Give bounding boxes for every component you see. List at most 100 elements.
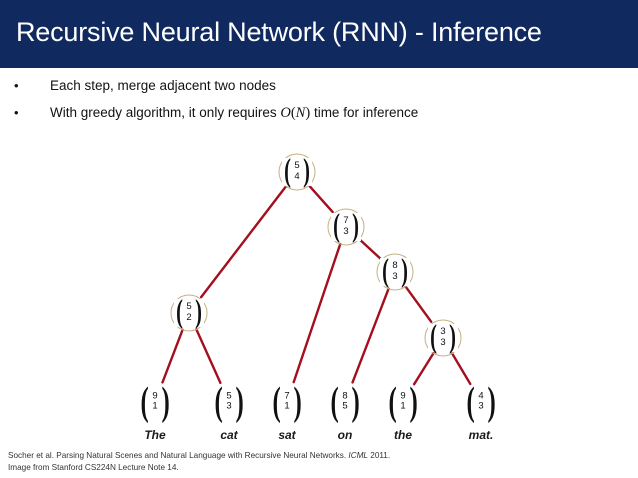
bracket-left-icon: ( — [330, 378, 339, 424]
node-n83-value-top: 8 — [392, 260, 398, 272]
leaf-word-leaf-on: on — [337, 428, 353, 442]
citation-line-2: Image from Stanford CS224N Lecture Note … — [8, 462, 179, 472]
math-paren-open: ( — [290, 105, 296, 121]
leaf-word-leaf-cat: cat — [220, 428, 238, 442]
bullet-marker-icon: • — [14, 78, 19, 93]
node-circle-n83 — [376, 253, 414, 291]
leaf-leaf-cat-value-bottom: 3 — [226, 400, 232, 412]
tree-edge — [292, 242, 342, 384]
tree-edge — [199, 185, 288, 299]
node-n33-value-top: 3 — [440, 326, 446, 338]
node-root-value-bottom: 4 — [294, 170, 300, 182]
node-n73-value-bottom: 3 — [343, 225, 349, 237]
leaf-word-leaf-the1: The — [144, 428, 166, 442]
citation-line-1: Socher et al. Parsing Natural Scenes and… — [8, 450, 628, 462]
bracket-left-icon: ( — [140, 378, 149, 424]
bracket-left-icon: ( — [272, 378, 281, 424]
math-big-o: O — [280, 105, 291, 121]
bracket-right-icon: ) — [194, 294, 202, 331]
node-n83-value-bottom: 3 — [392, 270, 398, 282]
node-circle-n52 — [170, 294, 208, 332]
bracket-right-icon: ) — [487, 378, 496, 424]
math-var-n: N — [295, 105, 306, 121]
citation-venue: ICML — [348, 451, 368, 460]
bracket-left-icon: ( — [284, 153, 292, 190]
tree-edge — [195, 328, 222, 385]
leaf-leaf-sat-value-bottom: 1 — [284, 400, 290, 412]
bracket-left-icon: ( — [430, 319, 438, 356]
bracket-right-icon: ) — [235, 378, 244, 424]
citation-line-1-after: 2011. — [367, 451, 391, 460]
node-n73-value-top: 7 — [343, 215, 349, 227]
node-n52-value-top: 5 — [186, 301, 192, 313]
math-paren-close: ) — [305, 105, 311, 121]
leaf-leaf-cat-value-top: 5 — [226, 390, 232, 402]
node-n33-value-bottom: 3 — [440, 336, 446, 348]
source-citation: Socher et al. Parsing Natural Scenes and… — [8, 450, 628, 474]
leaf-leaf-on-value-bottom: 5 — [342, 400, 348, 412]
bullet-text-1-after: time for inference — [310, 105, 419, 120]
bracket-right-icon: ) — [409, 378, 418, 424]
node-root-value-top: 5 — [294, 160, 300, 172]
node-circle-n33 — [424, 319, 462, 357]
bullet-item-1: • With greedy algorithm, it only require… — [14, 105, 614, 122]
bracket-left-icon: ( — [176, 294, 184, 331]
bracket-right-icon: ) — [293, 378, 302, 424]
bracket-left-icon: ( — [382, 253, 390, 290]
node-circle-n73 — [327, 208, 365, 246]
leaf-leaf-the2-value-bottom: 1 — [400, 400, 406, 412]
title-bar — [0, 0, 638, 68]
leaf-word-leaf-mat: mat. — [468, 428, 494, 442]
tree-edge — [351, 287, 390, 384]
bracket-left-icon: ( — [466, 378, 475, 424]
leaf-word-leaf-the2: the — [394, 428, 412, 442]
bracket-right-icon: ) — [302, 153, 310, 190]
leaf-leaf-the1-value-bottom: 1 — [152, 400, 158, 412]
leaf-word-leaf-sat: sat — [278, 428, 296, 442]
bullet-text-1: With greedy algorithm, it only requires … — [50, 105, 418, 122]
leaf-leaf-on-value-top: 8 — [342, 390, 348, 402]
bullet-item-0: • Each step, merge adjacent two nodes — [14, 78, 614, 93]
bracket-right-icon: ) — [351, 378, 360, 424]
node-circle-root — [278, 153, 316, 191]
bracket-left-icon: ( — [214, 378, 223, 424]
bracket-right-icon: ) — [400, 253, 408, 290]
citation-line-1-before: Socher et al. Parsing Natural Scenes and… — [8, 451, 349, 460]
node-n52-value-bottom: 2 — [186, 311, 192, 323]
bracket-left-icon: ( — [333, 208, 341, 245]
bracket-right-icon: ) — [448, 319, 456, 356]
